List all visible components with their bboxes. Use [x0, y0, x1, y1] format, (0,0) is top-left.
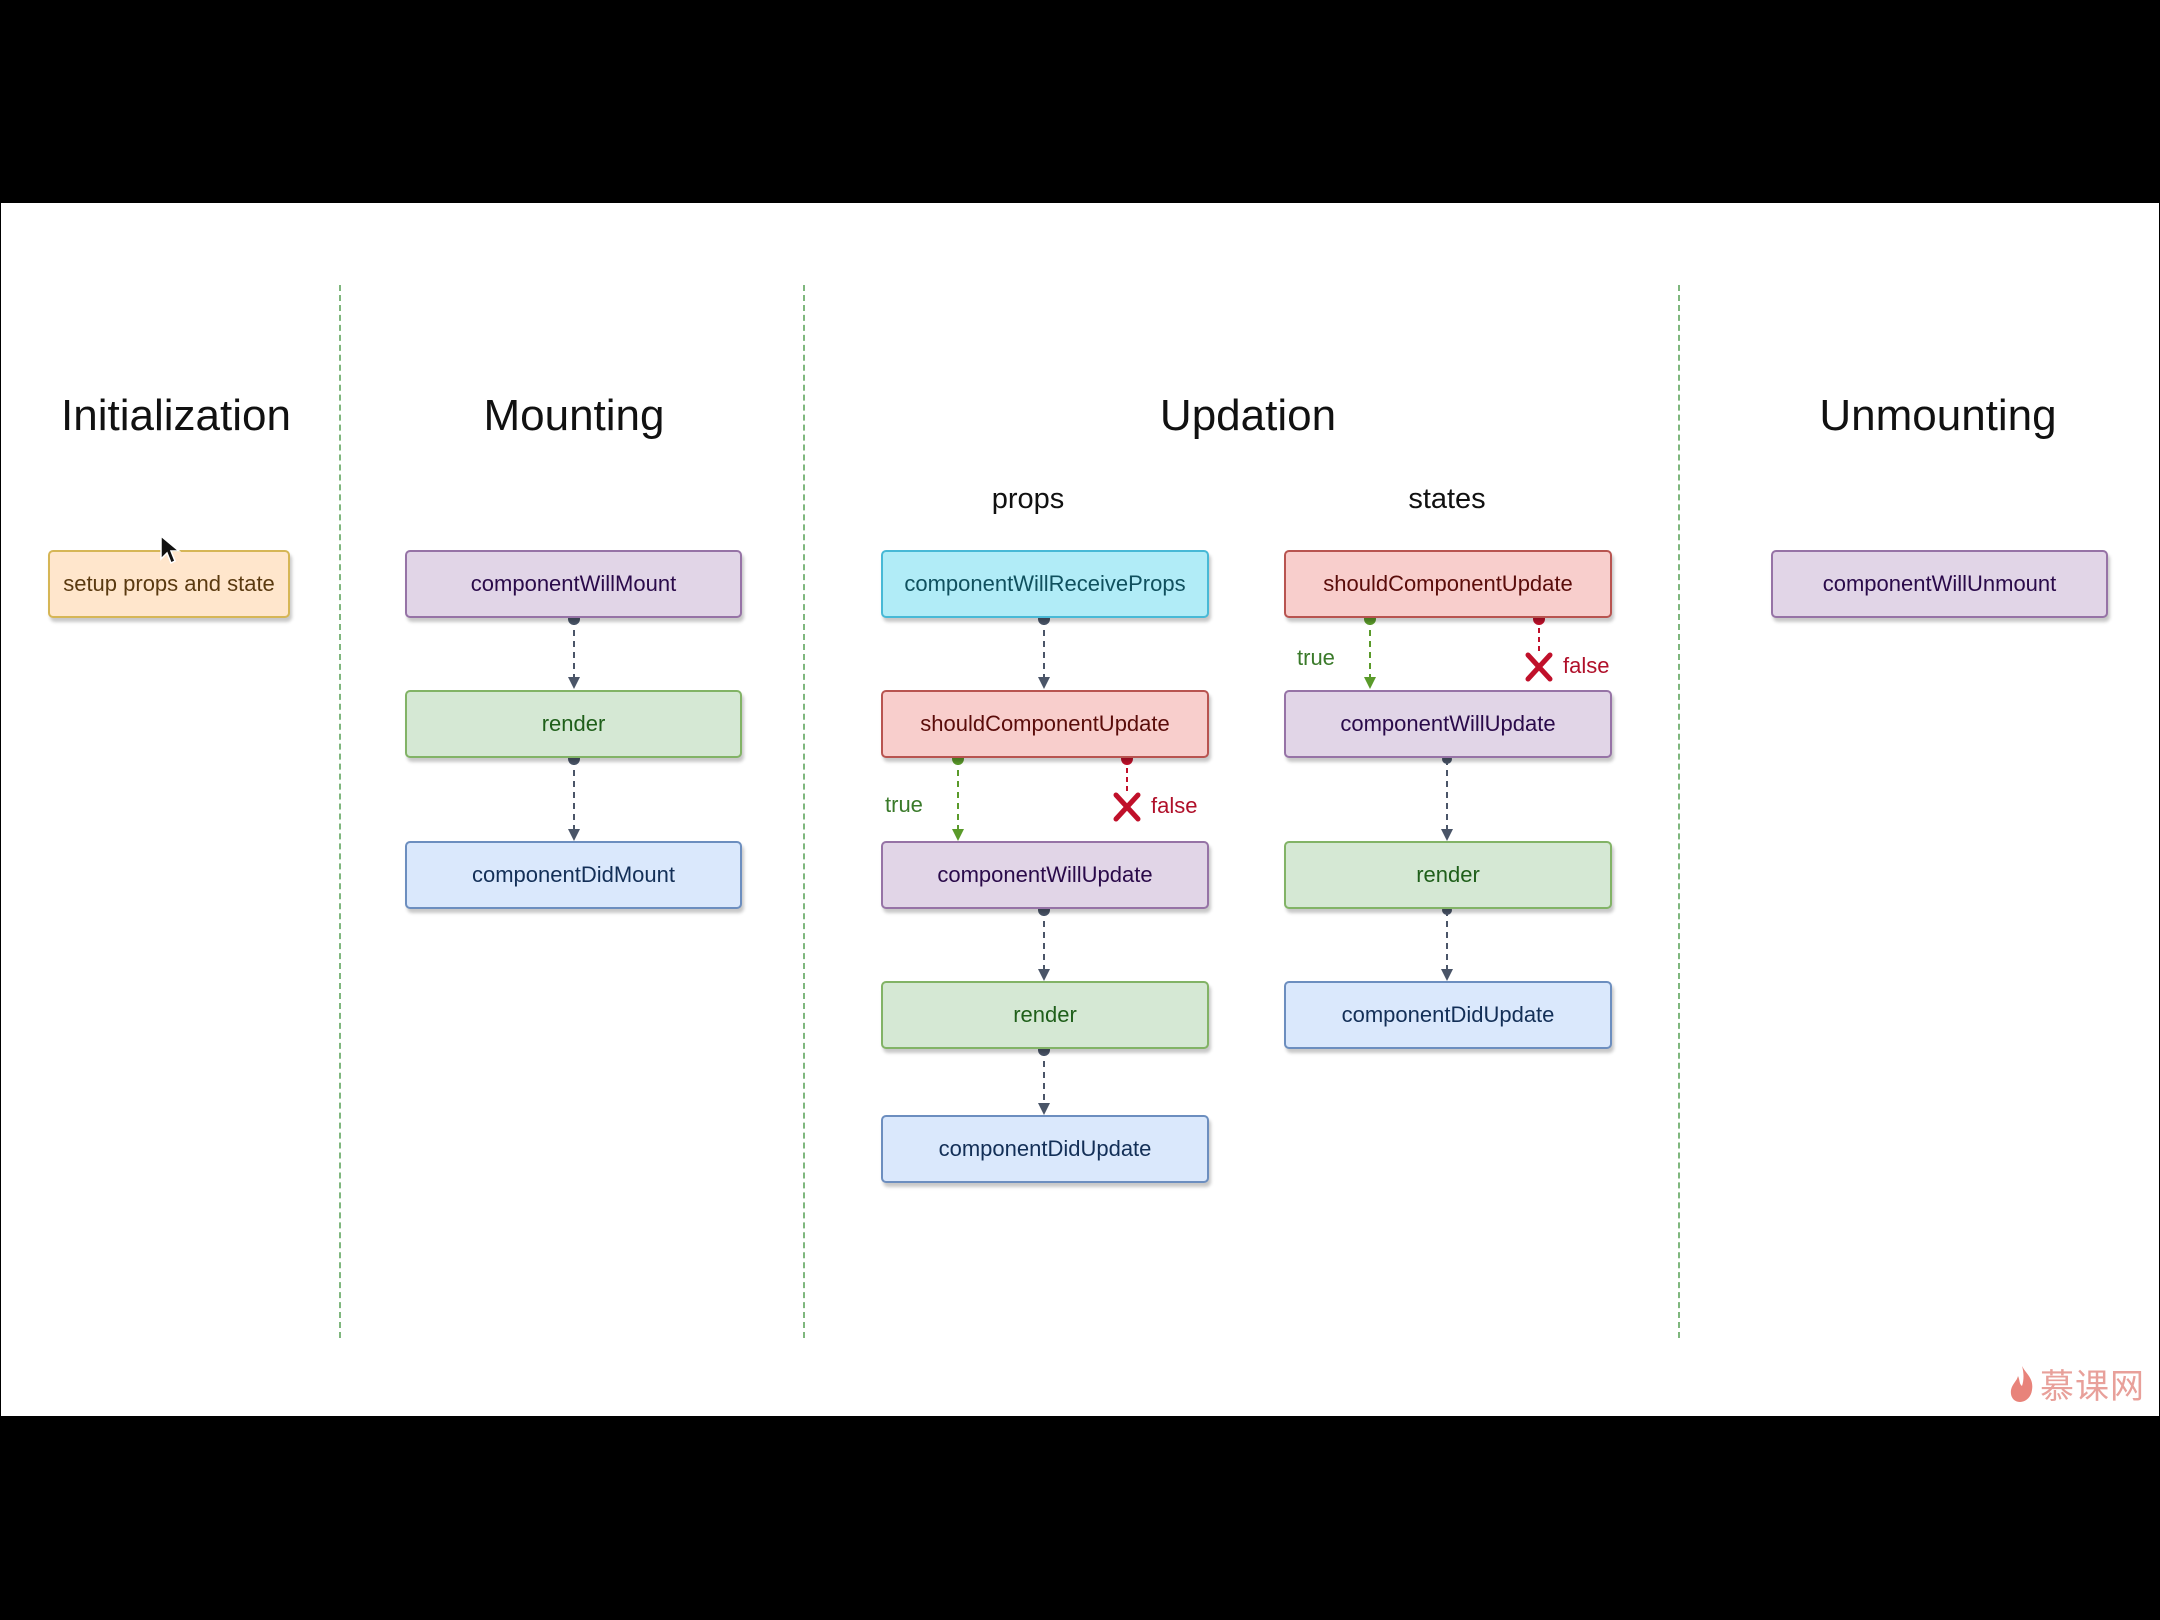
phase-title-unmounting: Unmounting: [1819, 391, 2057, 440]
should-component-update-box: shouldComponentUpdate: [881, 690, 1209, 758]
render-box: render: [405, 690, 742, 758]
setup-props-state-box: setup props and state: [48, 550, 290, 618]
should-component-update-box: shouldComponentUpdate: [1284, 550, 1612, 618]
component-will-receive-props-box: componentWillReceiveProps: [881, 550, 1209, 618]
mouse-pointer-icon: [160, 535, 182, 565]
component-did-update-box: componentDidUpdate: [1284, 981, 1612, 1049]
false-label: false: [1563, 653, 1610, 678]
true-label: true: [885, 792, 923, 817]
component-did-update-box: componentDidUpdate: [881, 1115, 1209, 1183]
component-will-update-box: componentWillUpdate: [881, 841, 1209, 909]
true-label: true: [1297, 645, 1335, 670]
column-title-props: props: [991, 483, 1065, 515]
render-box: render: [1284, 841, 1612, 909]
phase-title-mounting: Mounting: [483, 391, 665, 440]
component-will-update-box: componentWillUpdate: [1284, 690, 1612, 758]
component-will-unmount-box: componentWillUnmount: [1771, 550, 2108, 618]
diagram-slide: Initialization Mounting Updation Unmount…: [1, 203, 2159, 1416]
render-box: render: [881, 981, 1209, 1049]
component-did-mount-box: componentDidMount: [405, 841, 742, 909]
phase-title-initialization: Initialization: [61, 391, 291, 440]
watermark: 慕课网: [2008, 1359, 2145, 1408]
phase-divider: [803, 285, 805, 1338]
column-title-states: states: [1408, 483, 1486, 515]
phase-divider: [1678, 285, 1680, 1338]
component-will-mount-box: componentWillMount: [405, 550, 742, 618]
watermark-text: 慕课网: [2040, 1368, 2145, 1406]
x-mark-icon: [1525, 652, 1553, 682]
flame-logo-icon: [2010, 1365, 2033, 1402]
false-label: false: [1151, 793, 1198, 818]
flow-arrows: [568, 613, 1553, 1115]
x-mark-icon: [1113, 792, 1141, 822]
phase-title-updation: Updation: [1159, 391, 1337, 440]
phase-divider: [339, 285, 341, 1338]
